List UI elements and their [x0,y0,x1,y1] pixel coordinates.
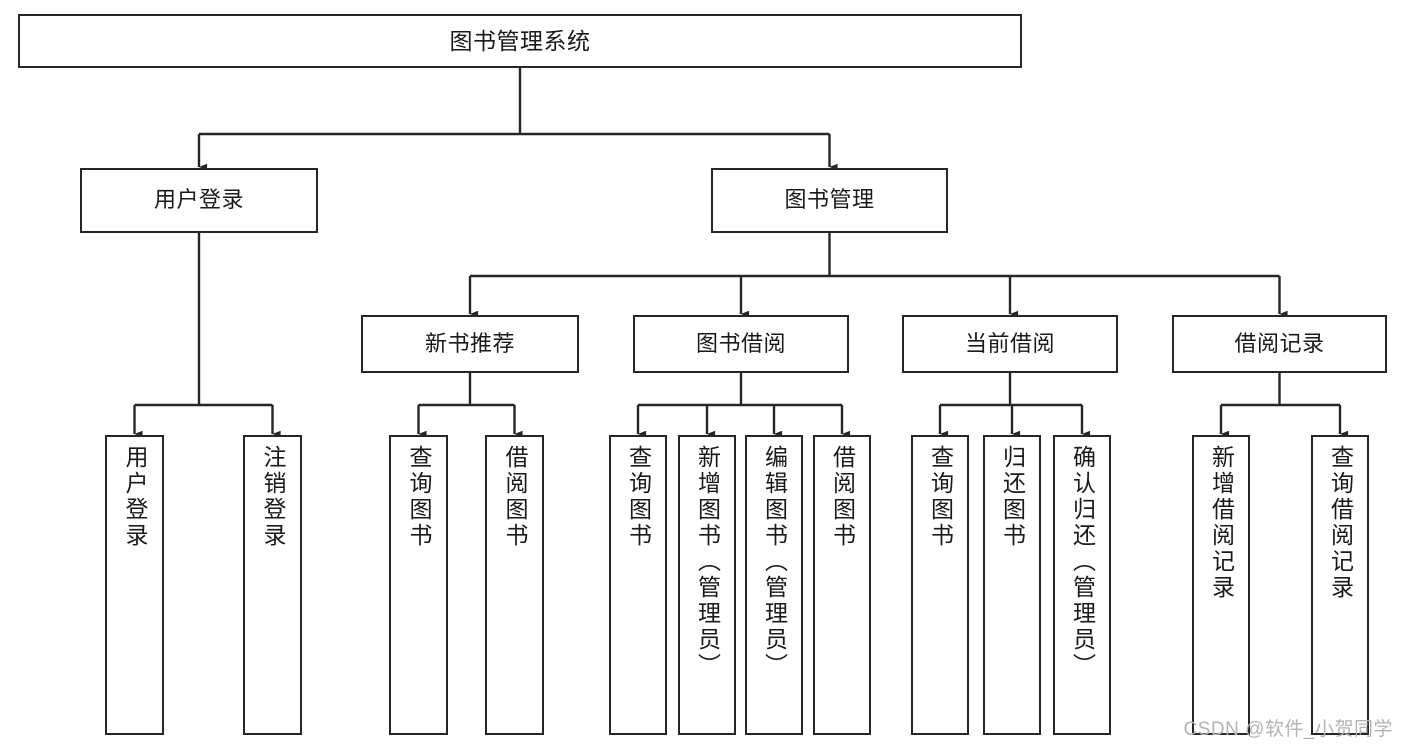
node-level3-current[interactable]: 当前借阅 [902,315,1118,373]
node-leaf-query-book-1[interactable]: 查询图书 [389,435,448,735]
node-leaf-add-record[interactable]: 新增借阅记录 [1192,435,1250,735]
node-label: 用户登录 [153,187,244,213]
node-label: 确认归还（管理员） [1069,445,1096,679]
node-label: 新书推荐 [424,330,515,356]
csdn-watermark: CSDN @软件_小贺同学 [1183,719,1393,740]
node-label: 用户登录 [122,445,148,549]
node-label: 归还图书 [999,445,1026,549]
node-label: 图书管理 [784,187,875,213]
node-label: 查询借阅记录 [1327,445,1354,601]
node-label: 新增借阅记录 [1208,445,1235,601]
node-leaf-query-book-2[interactable]: 查询图书 [609,435,667,735]
node-leaf-borrow-book-1[interactable]: 借阅图书 [485,435,544,735]
node-level3-new-book[interactable]: 新书推荐 [361,315,579,373]
node-label: 借阅图书 [829,445,856,549]
node-leaf-add-book[interactable]: 新增图书（管理员） [678,435,736,735]
node-level3-record[interactable]: 借阅记录 [1172,315,1387,373]
node-label: 查询图书 [406,445,432,549]
node-label: 注销登录 [260,445,286,549]
node-label: 新增图书（管理员） [694,445,721,679]
node-label: 当前借阅 [964,330,1055,356]
node-leaf-confirm-return[interactable]: 确认归还（管理员） [1053,435,1111,735]
node-label: 借阅记录 [1234,330,1325,356]
node-label: 图书管理系统 [449,27,591,54]
node-label: 图书借阅 [695,330,786,356]
node-level2-user-login[interactable]: 用户登录 [80,168,318,233]
node-level3-borrow[interactable]: 图书借阅 [633,315,849,373]
node-leaf-return-book[interactable]: 归还图书 [983,435,1041,735]
node-leaf-query-record[interactable]: 查询借阅记录 [1311,435,1369,735]
node-label: 编辑图书（管理员） [761,445,788,679]
node-leaf-edit-book[interactable]: 编辑图书（管理员） [745,435,803,735]
node-root[interactable]: 图书管理系统 [18,14,1022,68]
node-leaf-user-login[interactable]: 用户登录 [105,435,164,735]
node-label: 查询图书 [625,445,652,549]
node-leaf-query-book-3[interactable]: 查询图书 [911,435,969,735]
node-level2-book-manage[interactable]: 图书管理 [711,168,948,233]
node-leaf-logout[interactable]: 注销登录 [243,435,302,735]
node-label: 借阅图书 [502,445,528,549]
node-leaf-borrow-book-2[interactable]: 借阅图书 [813,435,871,735]
node-label: 查询图书 [927,445,954,549]
